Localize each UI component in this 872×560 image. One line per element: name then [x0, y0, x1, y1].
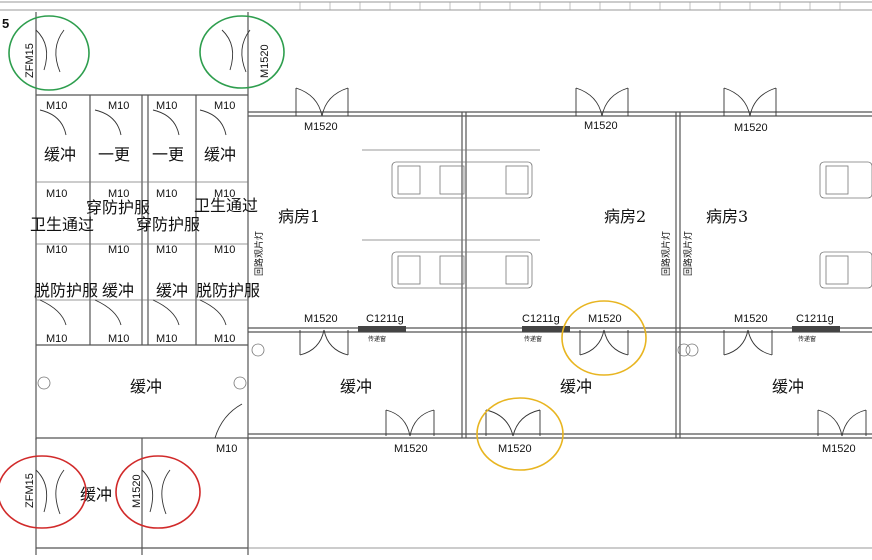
room-sanitary-pass: 卫生通过 [194, 196, 258, 215]
room-wear-ppe: 穿防护服 [86, 198, 150, 217]
door-code: M1520 [734, 313, 768, 325]
left-block-walls [35, 12, 249, 555]
door-code: M10 [108, 244, 129, 256]
room-wear-ppe: 穿防护服 [136, 215, 200, 234]
bed-group-ward3 [819, 161, 872, 289]
yellow-highlight-circle [561, 300, 647, 376]
door-code: M1520 [394, 443, 428, 455]
door-code: M1520 [498, 443, 532, 455]
top-ruler-ticks [299, 2, 841, 10]
lamp-note: 回路观片灯 [660, 231, 671, 276]
room-sanitary-pass: 卫生通过 [30, 215, 94, 234]
room-remove-ppe: 脱防护服 [34, 281, 98, 300]
lamp-note: 回路观片灯 [682, 231, 693, 276]
room-labels: 缓冲 一更 一更 缓冲 穿防护服 穿防护服 卫生通过 卫生通过 脱防护服 缓冲 … [30, 145, 804, 504]
room-ward-1: 病房1 [278, 207, 320, 226]
room-ward-2: 病房2 [604, 207, 646, 226]
room-remove-ppe: 脱防护服 [196, 281, 260, 300]
yellow-highlight-circle [476, 397, 564, 471]
door-codes: M10 M10 M10 M10 M10 M10 M10 M10 M10 M10 … [24, 43, 856, 508]
pass-window-note: 传递窗 [524, 335, 542, 343]
door-code: M10 [46, 100, 67, 112]
door-code: M1520 [304, 121, 338, 133]
corner-label: 5 [2, 16, 9, 31]
room-change-1: 一更 [98, 145, 130, 164]
door-code: M10 [156, 244, 177, 256]
green-highlight-circle [199, 15, 285, 89]
door-code: C1211g [522, 313, 560, 325]
door-code: M1520 [588, 313, 622, 325]
door-code: M10 [216, 443, 237, 455]
door-code: M10 [156, 100, 177, 112]
room-change-2: 一更 [152, 145, 184, 164]
door-swings [35, 29, 867, 515]
side-notes: 传递窗 传递窗 传递窗 回路观片灯 回路观片灯 回路观片灯 [253, 231, 816, 343]
green-highlight-circle [8, 15, 90, 91]
door-code-rotated: ZFM15 [24, 473, 36, 508]
room-buffer: 缓冲 [130, 377, 162, 396]
door-code: M1520 [822, 443, 856, 455]
door-code: M10 [214, 333, 235, 345]
room-buffer: 缓冲 [102, 281, 134, 300]
door-code: M10 [108, 333, 129, 345]
door-code-rotated: M1520 [131, 474, 143, 508]
door-code: C1211g [796, 313, 834, 325]
ward-block-walls [248, 111, 872, 549]
door-code: M10 [46, 333, 67, 345]
door-code-rotated: M1520 [259, 44, 271, 78]
pass-window-note: 传递窗 [368, 335, 386, 343]
room-buffer: 缓冲 [340, 377, 372, 396]
room-ward-3: 病房3 [706, 207, 748, 226]
door-code: M10 [108, 100, 129, 112]
door-code-rotated: ZFM15 [24, 43, 36, 78]
door-code: M10 [108, 188, 129, 200]
door-code: M10 [214, 188, 235, 200]
red-highlight-circle [115, 455, 201, 529]
pass-windows [358, 326, 840, 332]
room-buffer: 缓冲 [204, 145, 236, 164]
door-code: M1520 [304, 313, 338, 325]
lamp-note: 回路观片灯 [253, 231, 264, 276]
highlight-circles [0, 15, 647, 529]
pass-window-note: 传递窗 [798, 335, 816, 343]
room-buffer: 缓冲 [156, 281, 188, 300]
door-code: M10 [156, 188, 177, 200]
bed-group-ward1 [362, 149, 540, 289]
room-buffer: 缓冲 [772, 377, 804, 396]
door-code: M10 [46, 244, 67, 256]
room-buffer: 缓冲 [80, 485, 112, 504]
door-code: M1520 [584, 120, 618, 132]
door-code: M10 [156, 333, 177, 345]
room-buffer: 缓冲 [560, 377, 592, 396]
door-code: M10 [214, 100, 235, 112]
sink-fixtures [37, 343, 699, 390]
door-code: M10 [46, 188, 67, 200]
door-code: M10 [214, 244, 235, 256]
room-buffer: 缓冲 [44, 145, 76, 164]
door-code: M1520 [734, 122, 768, 134]
red-highlight-circle [0, 455, 87, 529]
door-code: C1211g [366, 313, 404, 325]
